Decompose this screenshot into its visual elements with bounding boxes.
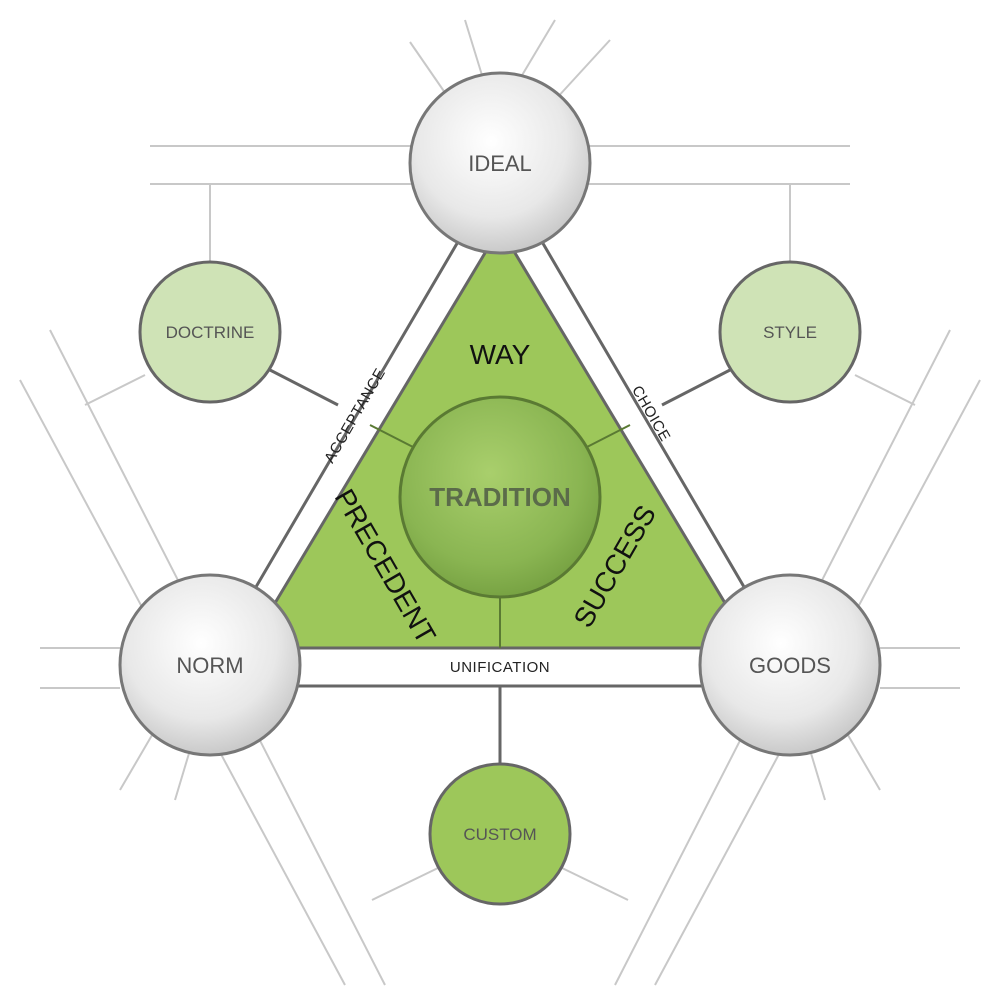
tradition-label: TRADITION (429, 482, 571, 512)
custom-label: CUSTOM (463, 825, 536, 844)
custom-node (428, 762, 572, 906)
norm-label: NORM (176, 653, 243, 678)
satellite-connectors (269, 368, 731, 765)
goods-label: GOODS (749, 653, 831, 678)
style-node (718, 260, 862, 404)
way-label: WAY (470, 339, 531, 370)
center-spokes (369, 424, 631, 648)
doctrine-node (138, 260, 282, 404)
norm-node (118, 573, 302, 757)
style-label: STYLE (763, 323, 817, 342)
doctrine-label: DOCTRINE (166, 323, 255, 342)
ideal-node (408, 71, 592, 255)
goods-node (698, 573, 882, 757)
tradition-node (398, 395, 602, 599)
ideal-label: IDEAL (468, 151, 532, 176)
unification-label: UNIFICATION (450, 659, 550, 676)
